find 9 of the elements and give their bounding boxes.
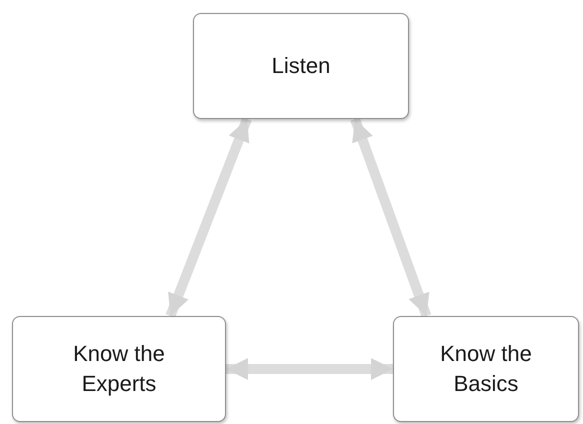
double-arrow [350,117,432,318]
rounded-box [393,316,579,422]
box-label: Listen [270,52,332,80]
rounded-box [12,316,226,422]
double-arrow [226,358,393,380]
box-label: Know the Experts [72,340,166,398]
rounded-box [193,13,409,119]
box-label: Know the Basics [439,340,533,398]
double-arrow [166,117,252,318]
